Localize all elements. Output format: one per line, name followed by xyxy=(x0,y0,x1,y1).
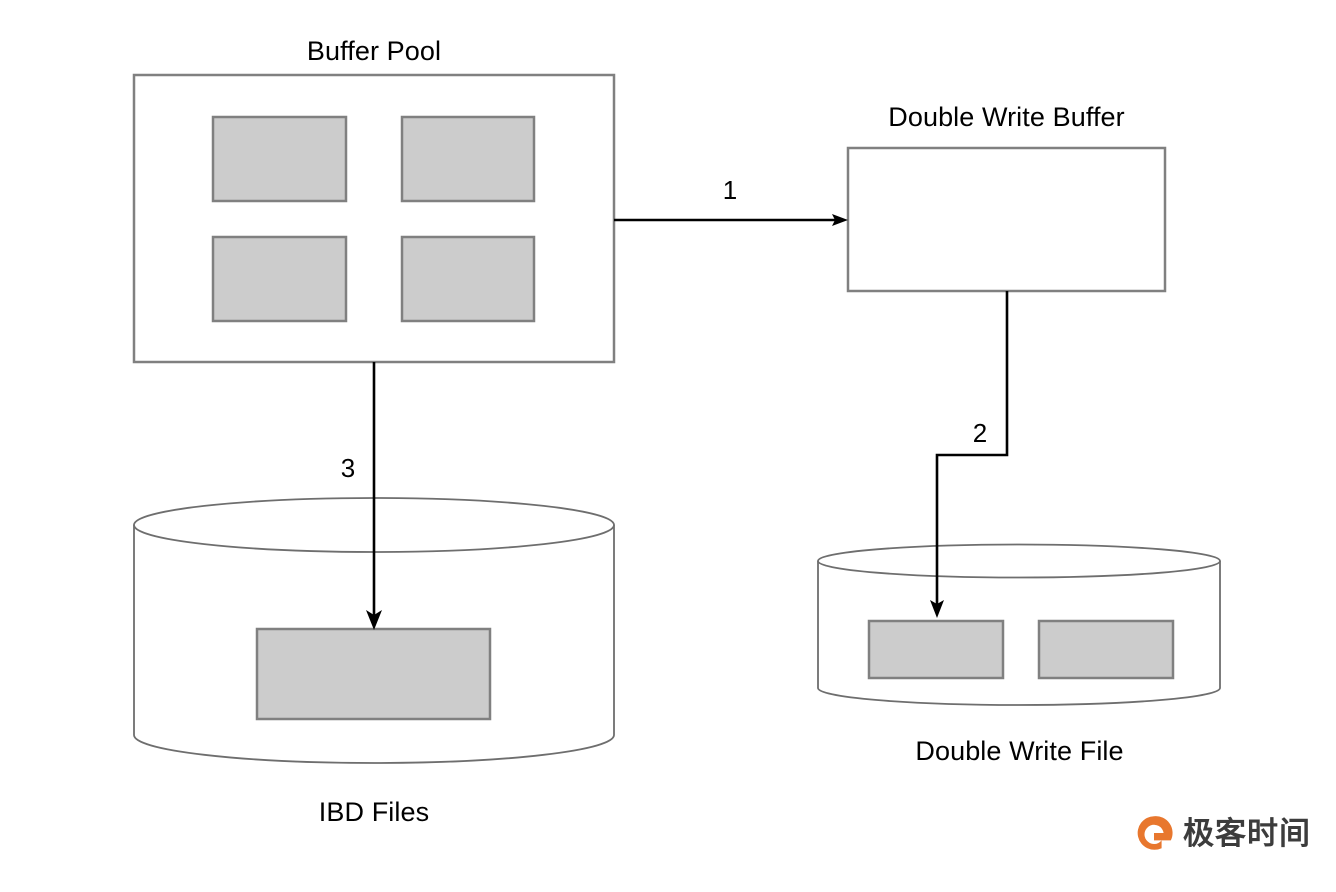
double-write-buffer-box xyxy=(846,146,1167,293)
ibd-files-page xyxy=(255,627,492,721)
edge-1-arrow xyxy=(614,214,848,226)
buffer-pool-page xyxy=(211,235,348,323)
buffer-pool-box xyxy=(132,73,616,364)
ibd-files-title: IBD Files xyxy=(318,797,430,827)
geektime-logo-icon xyxy=(1137,816,1173,850)
edge-1-label: 1 xyxy=(722,175,738,205)
double-write-file-title: Double Write File xyxy=(915,736,1124,766)
buffer-pool-title: Buffer Pool xyxy=(306,36,442,66)
double-write-file-page xyxy=(1037,619,1175,680)
edge-3-arrow xyxy=(366,362,382,630)
buffer-pool-page xyxy=(400,115,536,203)
edge-2-label: 2 xyxy=(972,418,988,448)
buffer-pool-page xyxy=(400,235,536,323)
edge-2-arrow xyxy=(930,291,1009,618)
edge-3-label: 3 xyxy=(340,453,356,483)
watermark: 极客时间 xyxy=(1134,813,1311,853)
double-write-file-page xyxy=(867,619,1005,680)
double-write-buffer-title: Double Write Buffer xyxy=(888,102,1125,132)
buffer-pool-page xyxy=(211,115,348,203)
watermark-text: 极客时间 xyxy=(1183,815,1311,851)
